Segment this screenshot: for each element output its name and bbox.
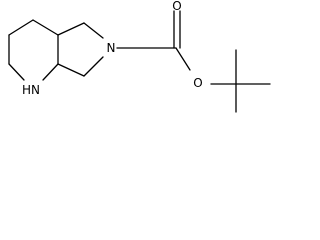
- molecule-drawing: H N N O O: [8, 0, 271, 113]
- amine-n-label: N: [31, 83, 40, 97]
- bond: [57, 22, 85, 36]
- bond: [57, 63, 85, 77]
- bond: [175, 47, 191, 71]
- ring-n-label: N: [107, 41, 116, 55]
- bond: [8, 19, 34, 36]
- bond: [83, 22, 104, 39]
- bond: [83, 56, 104, 77]
- structure-canvas: H N N O O: [0, 0, 278, 118]
- bond: [42, 63, 59, 81]
- bond: [8, 63, 25, 81]
- carbonyl-o-label: O: [172, 0, 181, 13]
- ester-o-label: O: [193, 76, 202, 90]
- bond: [32, 19, 59, 36]
- amine-n-label: H: [22, 83, 31, 97]
